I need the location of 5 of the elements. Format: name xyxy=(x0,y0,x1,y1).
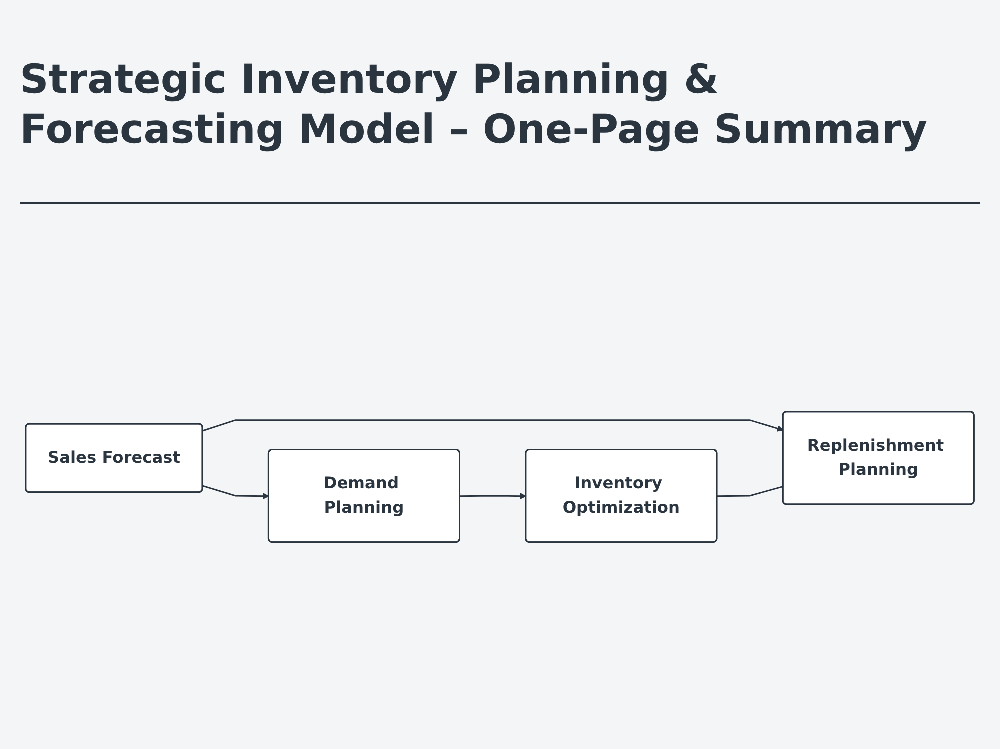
arrow xyxy=(202,420,784,432)
arrow xyxy=(202,486,270,500)
arrow xyxy=(460,494,527,500)
title: Strategic Inventory Planning & Forecasting Model – One-Page Summary xyxy=(20,56,929,155)
connector xyxy=(717,486,784,498)
